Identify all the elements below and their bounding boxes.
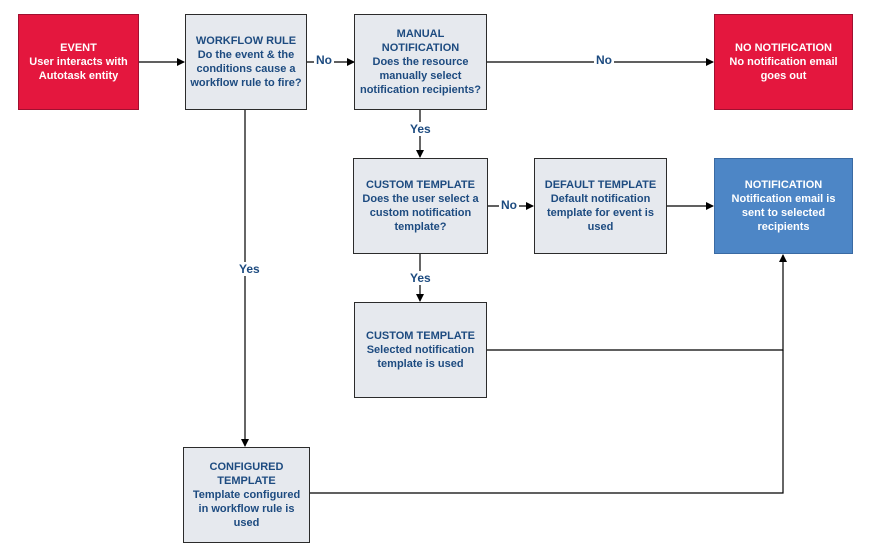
node-event-title: EVENT xyxy=(60,42,97,54)
edge-label-manual-no: No xyxy=(594,53,614,67)
edge-label-custom-no: No xyxy=(499,198,519,212)
node-notification-body: Notification email is sent to selected r… xyxy=(731,193,836,233)
node-event-body: User interacts with Autotask entity xyxy=(29,56,128,82)
node-manual-notification-body: Does the resource manually select notifi… xyxy=(359,56,481,96)
edge-custom-used-to-notification xyxy=(487,254,787,351)
edge-configured-to-notification xyxy=(310,350,784,494)
node-configured-template-title: CONFIGURED TEMPLATE xyxy=(209,461,284,487)
node-custom-template-question-body: Does the user select a custom notificati… xyxy=(362,193,479,233)
node-no-notification-title: NO NOTIFICATION xyxy=(735,42,832,54)
node-manual-notification-title: MANUAL NOTIFICATION xyxy=(381,28,460,54)
node-custom-template-used-body: Selected notification template is used xyxy=(366,344,475,370)
node-custom-template-question: CUSTOM TEMPLATE Does the user select a cu… xyxy=(353,158,488,254)
node-workflow-rule: WORKFLOW RULE Do the event & the conditio… xyxy=(185,14,307,110)
edge-label-manual-yes: Yes xyxy=(408,122,433,136)
node-notification: NOTIFICATION Notification email is sent t… xyxy=(714,158,853,254)
node-no-notification: NO NOTIFICATION No notification email goe… xyxy=(714,14,853,110)
node-no-notification-body: No notification email goes out xyxy=(729,56,838,82)
edge-label-custom-yes: Yes xyxy=(408,271,433,285)
node-default-template-body: Default notification template for event … xyxy=(547,193,654,233)
edge-label-workflow-yes: Yes xyxy=(237,262,262,276)
node-custom-template-used-title: CUSTOM TEMPLATE xyxy=(366,330,475,342)
node-workflow-rule-body: Do the event & the conditions cause a wo… xyxy=(190,49,302,89)
edge-label-workflow-no: No xyxy=(314,53,334,67)
node-default-template: DEFAULT TEMPLATE Default notification tem… xyxy=(534,158,667,254)
node-workflow-rule-title: WORKFLOW RULE xyxy=(195,35,297,47)
node-notification-title: NOTIFICATION xyxy=(744,179,823,191)
node-custom-template-used: CUSTOM TEMPLATE Selected notification tem… xyxy=(354,302,487,398)
node-event: EVENT User interacts with Autotask entity xyxy=(18,14,139,110)
node-custom-template-question-title: CUSTOM TEMPLATE xyxy=(366,179,475,191)
node-default-template-title: DEFAULT TEMPLATE xyxy=(544,179,657,191)
node-configured-template-body: Template configured in workflow rule is … xyxy=(192,489,301,529)
